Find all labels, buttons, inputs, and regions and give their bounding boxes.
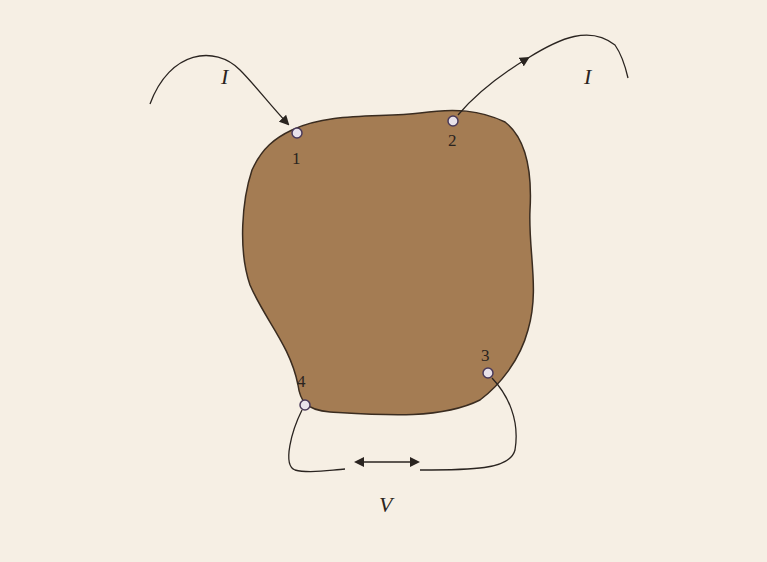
current-wire bbox=[458, 58, 528, 115]
sample-blob bbox=[243, 110, 534, 414]
callout-number: 4 bbox=[297, 373, 306, 390]
current-label: I bbox=[584, 66, 591, 88]
current-wire bbox=[528, 35, 628, 78]
callout-number: 2 bbox=[448, 132, 457, 149]
callout-number: 3 bbox=[481, 347, 490, 364]
contact-dot bbox=[448, 116, 458, 126]
voltage-label: V bbox=[379, 494, 392, 516]
voltage-arrow bbox=[356, 461, 418, 462]
current-wire bbox=[150, 56, 288, 124]
contact-dot bbox=[483, 368, 493, 378]
contact-dot bbox=[300, 400, 310, 410]
current-label: I bbox=[221, 66, 228, 88]
contact-dot bbox=[292, 128, 302, 138]
callout-number: 1 bbox=[292, 150, 301, 167]
voltage-lead bbox=[289, 410, 345, 472]
voltage-lead bbox=[420, 378, 516, 470]
